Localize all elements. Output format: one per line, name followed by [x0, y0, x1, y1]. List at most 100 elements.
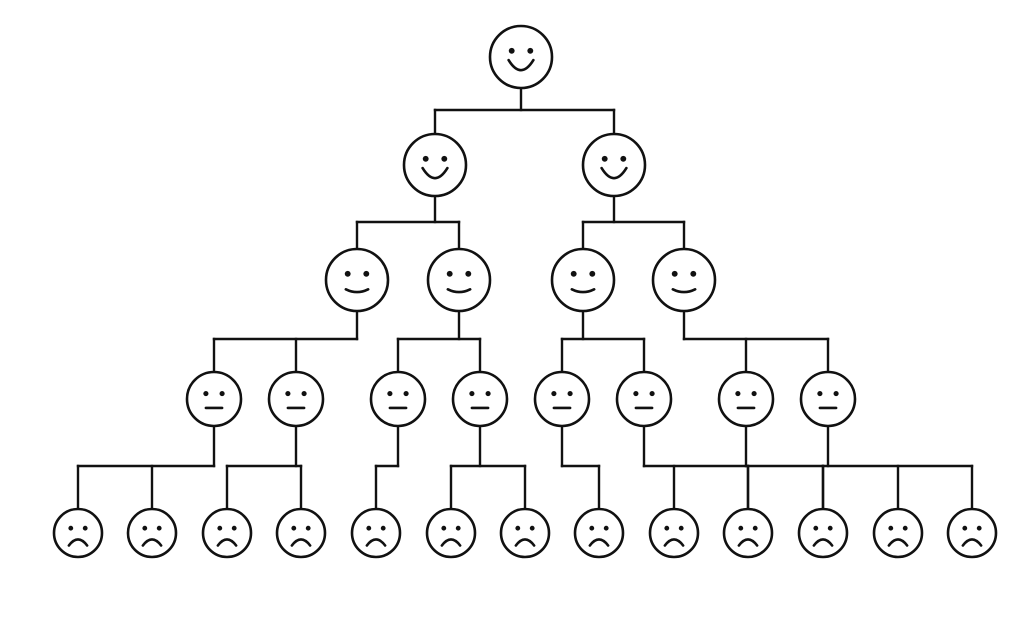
sad-face-icon [499, 507, 551, 559]
left-eye [551, 391, 557, 397]
right-eye [231, 525, 237, 531]
right-eye [403, 391, 409, 397]
mouth [216, 538, 238, 547]
happy-face-icon [581, 132, 647, 198]
sad-face-icon [275, 507, 327, 559]
right-eye [529, 525, 535, 531]
face-outline [126, 507, 178, 559]
mouth [507, 58, 535, 72]
sad-face-icon [350, 507, 402, 559]
face-outline [369, 370, 427, 428]
face-outline [648, 507, 700, 559]
left-eye [601, 155, 608, 162]
right-eye [620, 155, 627, 162]
connector-group [396, 309, 482, 374]
face-outline [275, 507, 327, 559]
face-outline [722, 507, 774, 559]
connector-group [642, 424, 825, 511]
face-outline [185, 370, 243, 428]
mouth [600, 166, 628, 180]
neutral-face-icon [451, 370, 509, 428]
right-eye [902, 525, 908, 531]
face-outline [573, 507, 625, 559]
face-outline [581, 132, 647, 198]
face-outline [402, 132, 468, 198]
face-outline [946, 507, 998, 559]
tree-nodes [52, 24, 998, 559]
neutral-face-icon [267, 370, 325, 428]
left-eye [291, 525, 297, 531]
neutral-face-icon [185, 370, 243, 428]
connector-group [433, 86, 616, 136]
face-outline [350, 507, 402, 559]
right-eye [455, 525, 461, 531]
content-face-icon [651, 247, 717, 313]
right-eye [976, 525, 982, 531]
face-outline [488, 24, 554, 90]
mouth [446, 288, 472, 294]
left-eye [738, 525, 744, 531]
left-eye [366, 525, 372, 531]
face-outline [201, 507, 253, 559]
connector-group [682, 309, 830, 374]
left-eye [817, 391, 823, 397]
sad-face-icon [126, 507, 178, 559]
mouth [887, 538, 909, 547]
mouth [671, 288, 697, 294]
right-eye [156, 525, 162, 531]
left-eye [285, 391, 291, 397]
left-eye [422, 155, 429, 162]
left-eye [570, 270, 577, 277]
mouth [570, 288, 596, 294]
left-eye [515, 525, 521, 531]
face-outline [615, 370, 673, 428]
mouth [365, 538, 387, 547]
mouth [812, 538, 834, 547]
connector-group [374, 424, 400, 511]
face-outline [533, 370, 591, 428]
left-eye [508, 47, 515, 54]
right-eye [678, 525, 684, 531]
face-outline [799, 370, 857, 428]
right-eye [363, 270, 370, 277]
face-outline [451, 370, 509, 428]
left-eye [469, 391, 475, 397]
mouth [514, 538, 536, 547]
left-eye [735, 391, 741, 397]
sad-face-icon [872, 507, 924, 559]
happy-face-icon [488, 24, 554, 90]
face-outline [499, 507, 551, 559]
mouth [440, 538, 462, 547]
face-outline [267, 370, 325, 428]
sad-face-icon [797, 507, 849, 559]
connector-group [744, 424, 750, 511]
right-eye [82, 525, 88, 531]
connector-group [355, 194, 461, 251]
right-eye [649, 391, 655, 397]
connector-group [560, 424, 601, 511]
right-eye [752, 525, 758, 531]
connector-group [581, 194, 686, 251]
content-face-icon [324, 247, 390, 313]
mouth [67, 538, 89, 547]
sad-face-icon [425, 507, 477, 559]
right-eye [465, 270, 472, 277]
right-eye [380, 525, 386, 531]
left-eye [344, 270, 351, 277]
left-eye [664, 525, 670, 531]
mouth [663, 538, 685, 547]
right-eye [833, 391, 839, 397]
neutral-face-icon [717, 370, 775, 428]
right-eye [690, 270, 697, 277]
mouth [421, 166, 449, 180]
right-eye [589, 270, 596, 277]
right-eye [305, 525, 311, 531]
left-eye [813, 525, 819, 531]
connector-group [449, 424, 527, 511]
sad-face-icon [52, 507, 104, 559]
neutral-face-icon [615, 370, 673, 428]
connector-group [560, 309, 646, 374]
connector-group [225, 424, 303, 511]
connector-group [821, 424, 974, 511]
